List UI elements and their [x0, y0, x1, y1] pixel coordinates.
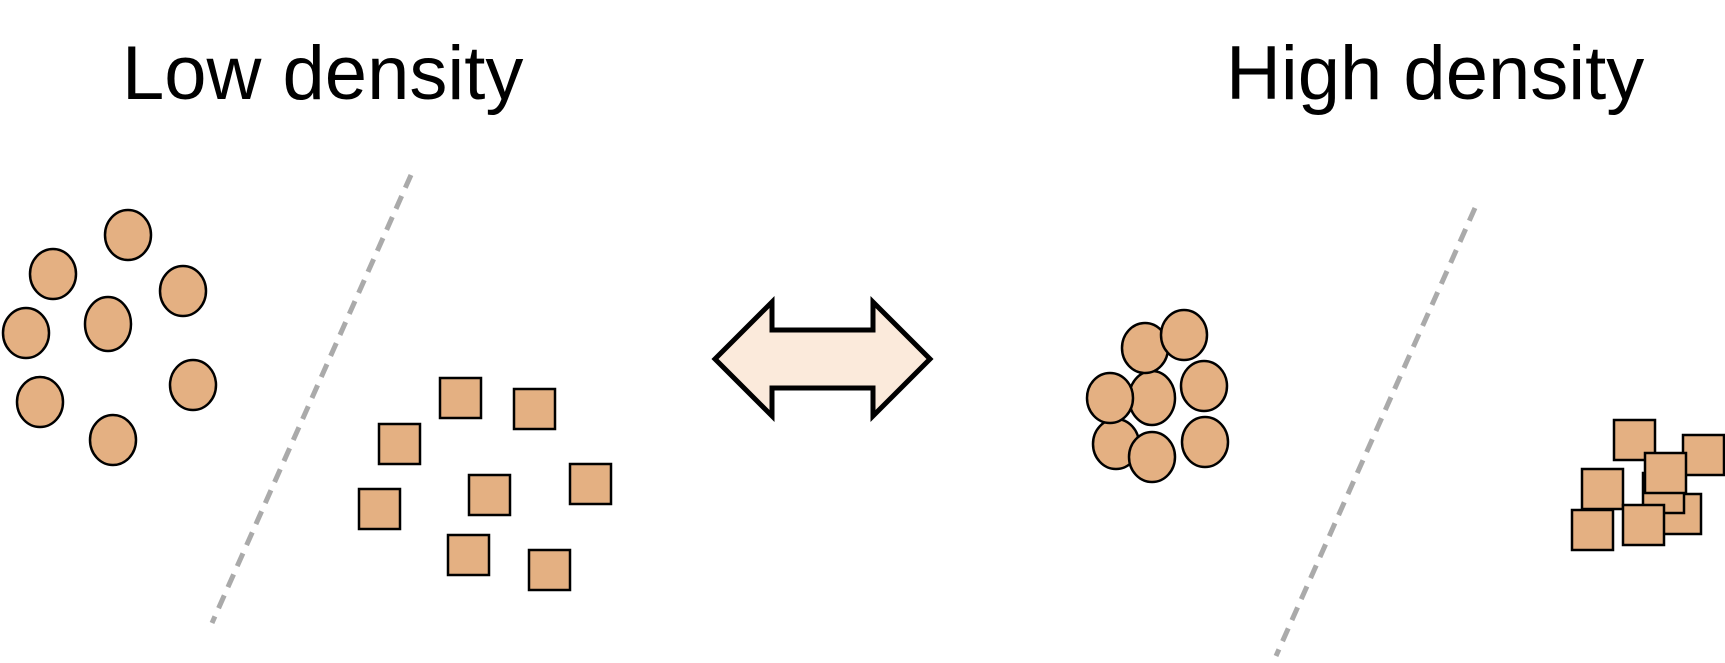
square-particle-icon: [446, 533, 491, 577]
circle-particle-icon: [1085, 371, 1135, 425]
high-density-squares: [1570, 418, 1725, 552]
square-particle-icon: [568, 462, 613, 506]
circle-particle-icon: [1, 306, 51, 360]
square-particle-icon: [1570, 508, 1615, 552]
square-particle-icon: [357, 487, 402, 531]
high-density-circles: [1085, 308, 1230, 484]
high-density-title: High density: [1226, 31, 1645, 116]
circle-particle-icon: [103, 208, 153, 262]
double-headed-arrow-icon: [711, 295, 934, 423]
square-particle-icon: [377, 422, 422, 466]
low-density-squares: [357, 376, 613, 592]
square-particle-icon: [1580, 467, 1625, 511]
low-density-title: Low density: [122, 31, 524, 116]
square-particle-icon: [1643, 451, 1688, 495]
circle-particle-icon: [168, 358, 218, 412]
circle-particle-icon: [1159, 308, 1209, 362]
circle-particle-icon: [1127, 430, 1177, 484]
circle-particle-icon: [28, 247, 78, 301]
circle-particle-icon: [1127, 369, 1177, 427]
circle-particle-icon: [88, 413, 138, 467]
circle-particle-icon: [1180, 415, 1230, 469]
square-particle-icon: [527, 548, 572, 592]
high-density-divider: [1273, 206, 1478, 658]
square-particle-icon: [1681, 433, 1725, 477]
square-particle-icon: [438, 376, 483, 420]
low-density-circles: [1, 208, 218, 467]
square-particle-icon: [467, 473, 512, 517]
circle-particle-icon: [1179, 359, 1229, 413]
circle-particle-icon: [15, 375, 65, 429]
circle-particle-icon: [83, 295, 133, 353]
square-particle-icon: [512, 387, 557, 431]
circle-particle-icon: [158, 264, 208, 318]
low-density-divider: [209, 173, 414, 625]
square-particle-icon: [1621, 503, 1666, 547]
